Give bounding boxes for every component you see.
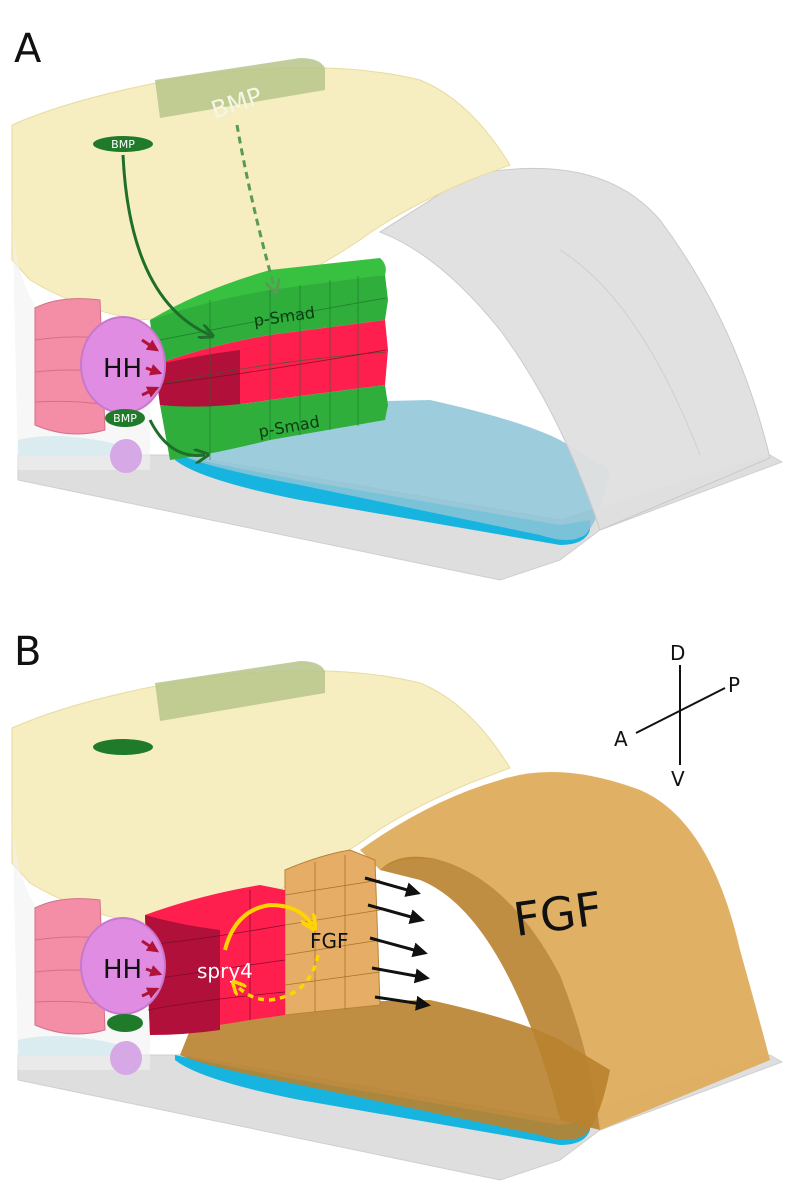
axis-ventral-label: V (671, 767, 685, 791)
yellow-arrow-solid (223, 902, 312, 951)
bmp-arrow-solid-top (121, 154, 210, 335)
panel-a-letter: A (14, 26, 42, 72)
grey-arch-a (378, 167, 771, 531)
axis-posterior-label: P (728, 673, 740, 697)
bmp-source-top (93, 136, 153, 152)
bmp-arrow-solid-bottom (148, 419, 205, 456)
green-band-b (155, 661, 325, 721)
hh-red-arrows-a (141, 338, 163, 398)
green-source-top-b (93, 739, 153, 755)
panel-b: B FGF (11, 629, 784, 1181)
hh-red-arrows-b (141, 939, 163, 999)
fgf-cells-label: FGF (310, 929, 349, 953)
green-source-bottom-b (107, 1014, 143, 1032)
bmp-source-top-label: BMP (111, 138, 135, 151)
lilac-notochord-b (110, 1041, 142, 1075)
axis-anterior-label: A (614, 727, 628, 751)
spry4-label: spry4 (197, 959, 253, 983)
yellow-arrow-dashed (236, 954, 320, 1002)
panel-b-letter: B (14, 629, 41, 675)
cell-block-b (144, 849, 381, 1035)
panel-a: A BMP BMP (11, 26, 784, 581)
hh-label-b: HH (103, 955, 142, 985)
fgf-floor (180, 1000, 610, 1140)
axis-dorsal-label: D (670, 641, 685, 665)
fgf-arch (360, 772, 770, 1130)
bmp-source-bottom (105, 409, 145, 427)
cell-block-a (149, 258, 388, 460)
pink-cells-a (34, 298, 106, 435)
fgf-secretion-arrows (364, 876, 431, 1011)
fgf-arch-label: FGF (510, 881, 605, 947)
hh-label-a: HH (103, 354, 142, 384)
grey-arch-edge-a (559, 249, 701, 456)
bmp-source-bottom-label: BMP (113, 412, 137, 425)
orientation-axes: D V A P (614, 641, 740, 791)
lilac-notochord-a (110, 439, 142, 473)
bmp-band-a (155, 58, 325, 118)
bmp-arrow-dashed (235, 124, 275, 290)
